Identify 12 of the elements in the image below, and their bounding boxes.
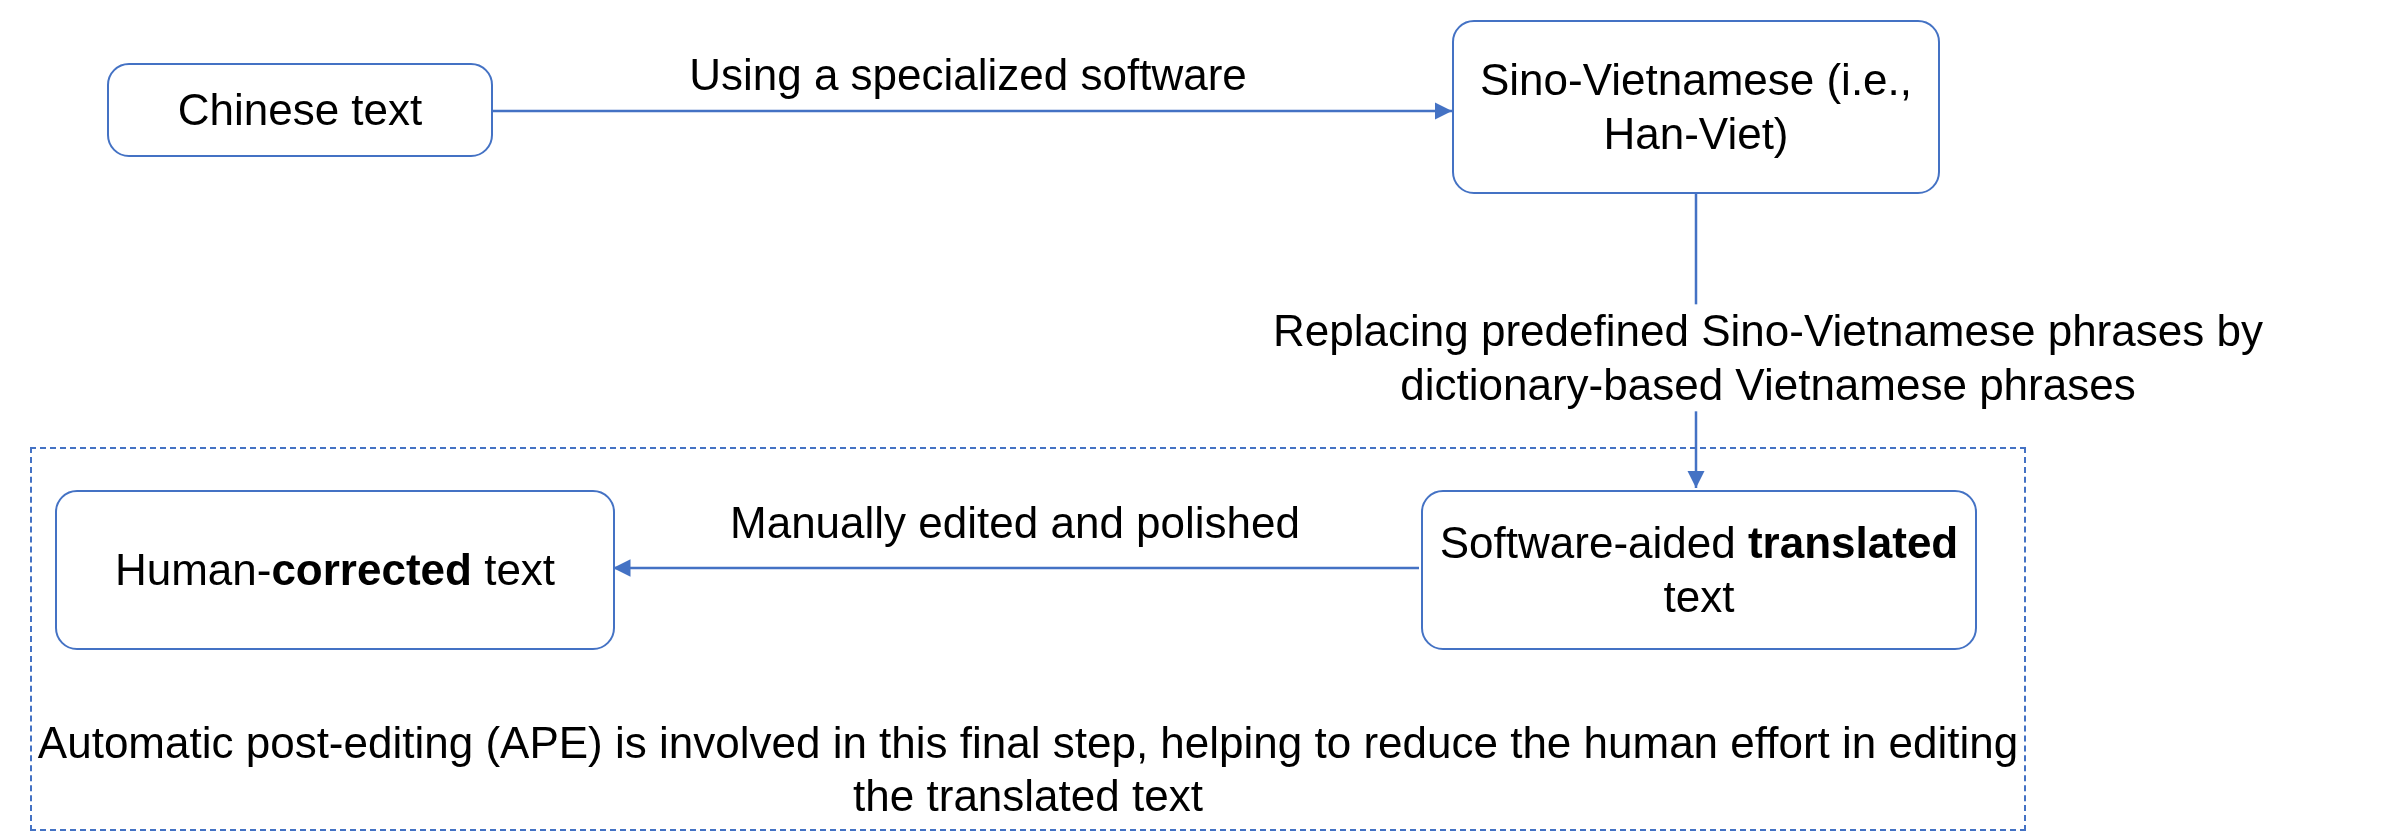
box-label: Software-aided translated text <box>1438 517 1960 623</box>
process-box <box>107 63 493 157</box>
box-label: Sino-Vietnamese (i.e., Han-Viet) <box>1478 54 1914 160</box>
process-box <box>1421 490 1977 650</box>
process-box <box>1452 20 1940 194</box>
box-label: Human-corrected text <box>114 544 556 597</box>
arrow <box>613 559 1419 577</box>
process-box <box>55 490 615 650</box>
dashed-group-box <box>30 447 2026 831</box>
arrow <box>493 102 1452 120</box>
group-note: Automatic post-editing (APE) is involved in this final step, helping to reduce the human effort in editing the translated text <box>36 716 2020 823</box>
box-label: Chinese text <box>177 84 423 137</box>
